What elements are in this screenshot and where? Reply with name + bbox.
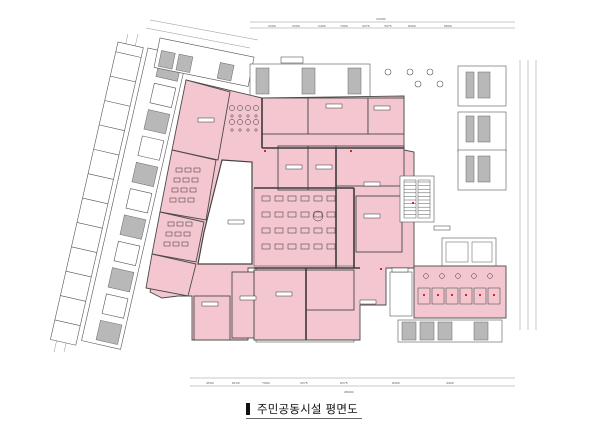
- caption-marker: [246, 403, 250, 415]
- room-label-box: [433, 225, 451, 231]
- room-label-box: [359, 299, 377, 305]
- tree-symbols: [384, 68, 444, 88]
- dimension-label: 4375: [300, 381, 308, 385]
- dimension-label: 7900: [262, 381, 270, 385]
- dimension-label: 6375: [340, 381, 348, 385]
- restroom-block: [389, 265, 507, 319]
- lounge-seating: [229, 105, 259, 132]
- room-label-box: [363, 213, 381, 219]
- parking-row-top: [249, 56, 371, 99]
- room-label-box: [197, 117, 215, 123]
- dimension-label: 7900: [340, 24, 348, 28]
- dimension-label: 2400: [318, 24, 326, 28]
- dimension-label: 8400: [392, 381, 400, 385]
- caption-underline: [246, 418, 362, 419]
- dimension-label: 8400: [408, 24, 416, 28]
- dimension-bottom-labels: 4500 8100 7900 4375 6375 8400 4400: [206, 381, 454, 385]
- dimension-label: 4300: [292, 24, 300, 28]
- drawing-caption: 주민공동시설 평면도: [246, 401, 358, 417]
- dimension-label: 4500: [206, 381, 214, 385]
- dimension-label: 3975: [384, 24, 392, 28]
- room-label-box: [227, 219, 245, 225]
- dimension-label: 4400: [446, 381, 454, 385]
- dimension-label: 6800: [444, 24, 452, 28]
- gym-equipment: [261, 195, 336, 250]
- room-label-box: [239, 295, 257, 301]
- dimension-top-labels: 2000 4300 2400 7900 4375 3975 8400 6800: [268, 24, 452, 28]
- parking-strip-left-outer: [50, 41, 144, 346]
- dimension-label: 8100: [232, 381, 240, 385]
- room-label-box: [275, 291, 293, 297]
- structural-accents: [264, 150, 414, 270]
- room-label-box: [391, 267, 409, 273]
- classroom-tables: [163, 167, 201, 247]
- room-label-box: [315, 164, 333, 170]
- dimension-label: 2000: [268, 24, 276, 28]
- dimension-top-total: 10300: [376, 17, 386, 21]
- room-label-box: [285, 164, 303, 170]
- community-facility: [145, 79, 415, 341]
- parking-right: [457, 65, 507, 191]
- dimension-label: 4375: [362, 24, 370, 28]
- room-label-box: [363, 181, 381, 187]
- room-label-box: [201, 301, 219, 307]
- parking-strip-top: [153, 37, 255, 87]
- room-label-box: [325, 103, 343, 109]
- dimension-bottom-total: 48000: [344, 390, 354, 394]
- room-labels: [197, 103, 451, 307]
- stair-core: [399, 175, 497, 267]
- room-label-box: [373, 105, 391, 111]
- drawing-title: 주민공동시설 평면도: [257, 402, 358, 416]
